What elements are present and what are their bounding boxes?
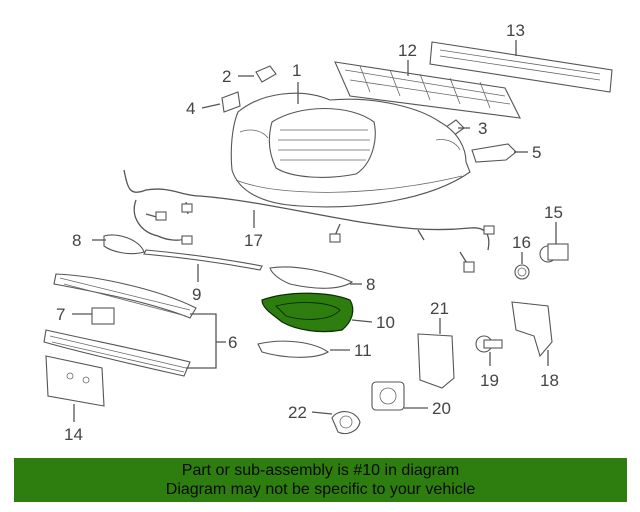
part-12-absorber[interactable] xyxy=(334,61,521,119)
part-5-bracket[interactable] xyxy=(471,143,517,163)
part-22-bezel[interactable] xyxy=(331,411,361,435)
parts-diagram: 1 2 4 3 5 12 13 17 8 9 8 10 11 7 6 14 15… xyxy=(43,21,613,444)
callout-4: 4 xyxy=(186,99,195,118)
callout-5: 5 xyxy=(532,143,541,162)
leader-lines xyxy=(72,40,557,422)
banner-line-2: Diagram may not be specific to your vehi… xyxy=(165,481,476,498)
part-13-reinforcement[interactable] xyxy=(429,41,613,93)
callout-15: 15 xyxy=(544,203,563,222)
part-7-bracket[interactable] xyxy=(91,307,115,325)
callout-16: 16 xyxy=(512,233,531,252)
part-19-fastener[interactable] xyxy=(475,335,503,353)
callout-21: 21 xyxy=(430,299,449,318)
part-15-sensor[interactable] xyxy=(539,243,569,263)
callout-1: 1 xyxy=(292,61,301,80)
part-20-housing[interactable] xyxy=(371,381,405,411)
callout-17: 17 xyxy=(244,231,263,250)
callout-8-left: 8 xyxy=(72,231,81,250)
callout-20: 20 xyxy=(432,399,451,418)
part-2-bracket[interactable] xyxy=(255,65,277,83)
part-14-license-bracket[interactable] xyxy=(45,355,105,407)
callout-13: 13 xyxy=(506,21,525,40)
banner-line-1: Part or sub-assembly is #10 in diagram xyxy=(181,462,460,479)
callout-18: 18 xyxy=(540,371,559,390)
part-17-wiring-harness[interactable] xyxy=(123,169,495,273)
callout-10: 10 xyxy=(376,313,395,332)
callout-2: 2 xyxy=(222,67,231,86)
callout-11: 11 xyxy=(354,341,372,360)
part-8-bezel-right[interactable] xyxy=(269,266,354,289)
callout-6: 6 xyxy=(228,333,237,352)
part-16-grommet[interactable] xyxy=(514,264,530,280)
callout-19: 19 xyxy=(480,371,499,390)
callout-9: 9 xyxy=(192,285,201,304)
part-6-grille[interactable] xyxy=(43,273,197,377)
part-11-insert[interactable] xyxy=(257,340,330,358)
part-18-bracket[interactable] xyxy=(511,301,553,358)
callout-14: 14 xyxy=(64,425,83,444)
info-banner: Part or sub-assembly is #10 in diagram D… xyxy=(14,458,627,502)
callout-8-right: 8 xyxy=(366,275,375,294)
part-1-bumper-cover[interactable] xyxy=(230,92,471,208)
callout-7: 7 xyxy=(56,305,65,324)
part-10-highlighted[interactable] xyxy=(261,292,354,333)
part-4-bracket[interactable] xyxy=(221,91,241,113)
part-21-bracket[interactable] xyxy=(417,333,455,389)
callout-3: 3 xyxy=(478,119,487,138)
part-8-bezel-left[interactable] xyxy=(103,234,145,255)
part-9-molding[interactable] xyxy=(143,249,263,271)
callout-12: 12 xyxy=(398,41,417,60)
callout-22: 22 xyxy=(288,403,307,422)
